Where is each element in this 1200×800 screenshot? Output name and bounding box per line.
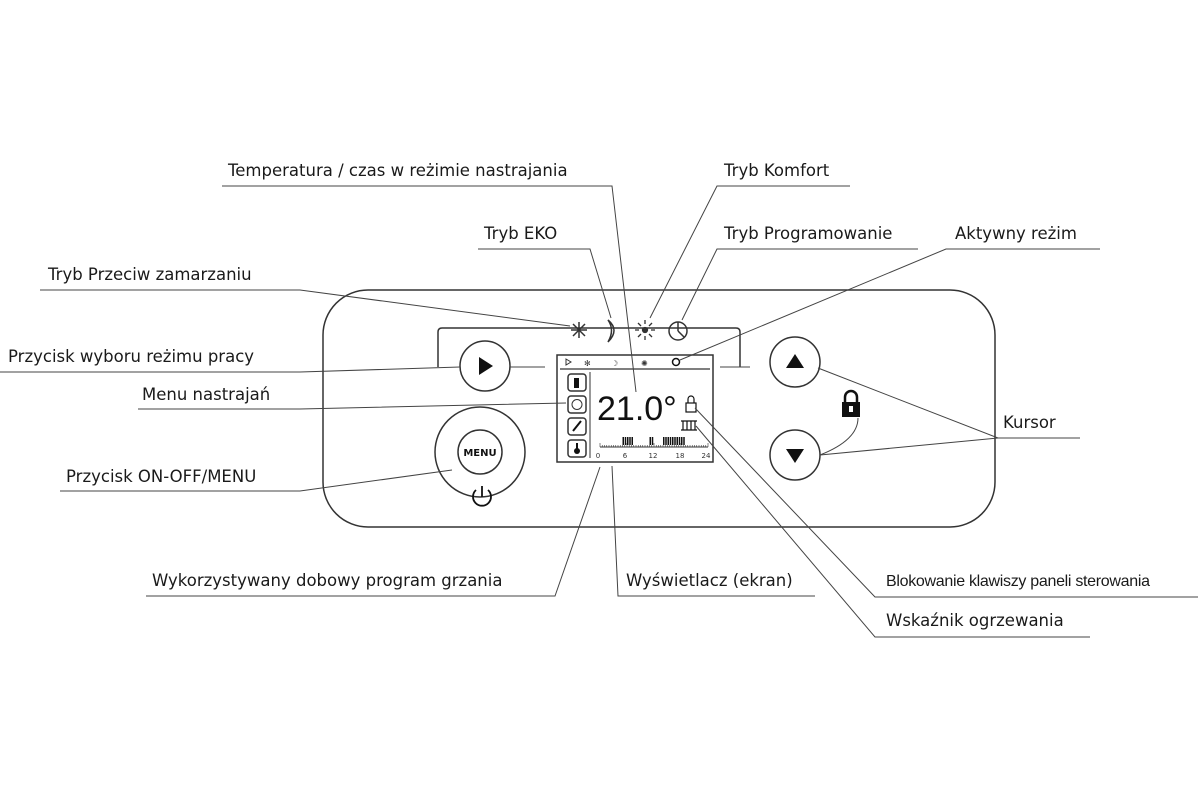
- moon-icon: [607, 319, 615, 343]
- display-screen: ✻ ☽ ✺ 21.0° 0 6 12 18 24: [556, 354, 714, 463]
- program-bar: [672, 437, 674, 445]
- program-bar: [651, 437, 654, 445]
- menu-wrench-icon[interactable]: [567, 417, 587, 436]
- callout-comfort: Tryb Komfort: [649, 161, 850, 319]
- heating-indicator-icon: [681, 420, 697, 431]
- label-eko: Tryb EKO: [483, 224, 557, 243]
- callout-eko: Tryb EKO: [478, 224, 612, 319]
- menu-thermometer-icon[interactable]: [567, 439, 587, 458]
- hour-tick-24: 24: [702, 452, 711, 460]
- callout-onoff-menu: Przycisk ON-OFF/MENU: [60, 467, 453, 492]
- callout-temp-time: Temperatura / czas w reżimie nastrajania: [222, 161, 637, 393]
- label-cursor: Kursor: [1003, 413, 1056, 432]
- program-bar: [674, 437, 676, 445]
- menu-button-label: MENU: [463, 448, 496, 459]
- program-bar: [678, 437, 681, 445]
- callout-settings-menu: Menu nastrajań: [138, 385, 567, 410]
- callout-key-lock: Blokowanie klawiszy paneli sterowania: [694, 407, 1198, 598]
- cursor-down-button[interactable]: [769, 429, 821, 481]
- callout-cursor: Kursor: [817, 367, 1080, 456]
- label-programming: Tryb Programowanie: [723, 224, 892, 243]
- callout-mode-button: Przycisk wyboru reżimu pracy: [0, 347, 750, 373]
- label-antifreeze: Tryb Przeciw zamarzaniu: [47, 265, 252, 284]
- program-bar: [681, 437, 683, 445]
- program-timeline-ticks: [599, 443, 709, 447]
- label-heating-indicator: Wskaźnik ogrzewania: [886, 611, 1064, 630]
- label-daily-program: Wykorzystywany dobowy program grzania: [152, 571, 502, 590]
- program-bar: [669, 437, 672, 445]
- callout-display: Wyświetlacz (ekran): [611, 465, 815, 597]
- cursor-up-button[interactable]: [769, 336, 821, 388]
- callout-programming: Tryb Programowanie: [681, 224, 918, 321]
- program-bar: [683, 437, 685, 445]
- label-comfort: Tryb Komfort: [723, 161, 830, 180]
- lock-indicator-icon: [685, 395, 697, 413]
- clock-program-icon: [668, 321, 688, 341]
- arrow-down-icon: [786, 449, 804, 463]
- hour-tick-6: 6: [623, 452, 628, 460]
- menu-clock-icon[interactable]: [567, 395, 587, 414]
- program-bar: [624, 437, 627, 445]
- callout-antifreeze: Tryb Przeciw zamarzaniu: [40, 265, 571, 327]
- label-temp-time: Temperatura / czas w reżimie nastrajania: [227, 161, 568, 180]
- program-bar: [649, 437, 651, 445]
- mode-select-button[interactable]: [459, 340, 511, 392]
- program-bar: [629, 437, 631, 445]
- temperature-readout: 21.0°: [597, 390, 677, 428]
- padlock-icon: [842, 389, 860, 417]
- snowflake-icon: [571, 322, 587, 338]
- label-mode-button: Przycisk wyboru reżimu pracy: [8, 347, 254, 366]
- power-icon: [472, 486, 492, 507]
- sun-icon: [635, 320, 655, 340]
- hour-tick-18: 18: [676, 452, 685, 460]
- sun-small-icon: ✺: [641, 359, 648, 368]
- program-heating-bars: [622, 437, 685, 445]
- arrow-up-icon: [786, 354, 804, 368]
- label-display: Wyświetlacz (ekran): [626, 571, 793, 590]
- snowflake-small-icon: ✻: [584, 359, 591, 368]
- callout-daily-program: Wykorzystywany dobowy program grzania: [146, 466, 601, 597]
- program-bar: [631, 437, 633, 445]
- pointer-icon: [565, 358, 572, 366]
- moon-small-icon: ☽: [611, 359, 618, 368]
- menu-door-icon[interactable]: [567, 373, 587, 392]
- callout-heating-indicator: Wskaźnik ogrzewania: [695, 425, 1090, 638]
- program-bar: [627, 437, 629, 445]
- program-bar: [622, 437, 624, 445]
- label-active-mode: Aktywny reżim: [955, 224, 1077, 243]
- label-onoff-menu: Przycisk ON-OFF/MENU: [66, 467, 256, 486]
- mode-icon-bar-outline: [437, 327, 741, 367]
- label-settings-menu: Menu nastrajań: [142, 385, 270, 404]
- menu-onoff-button[interactable]: MENU: [434, 406, 526, 498]
- hour-tick-12: 12: [649, 452, 658, 460]
- active-mode-indicator: [671, 357, 681, 367]
- play-icon: [479, 357, 493, 375]
- program-bar: [665, 437, 667, 445]
- callout-active-mode: Aktywny reżim: [679, 224, 1100, 361]
- program-bar: [676, 437, 678, 445]
- hour-tick-0: 0: [596, 452, 600, 460]
- program-bar: [663, 437, 665, 445]
- program-bar: [667, 437, 669, 445]
- label-key-lock: Blokowanie klawiszy paneli sterowania: [886, 573, 1150, 590]
